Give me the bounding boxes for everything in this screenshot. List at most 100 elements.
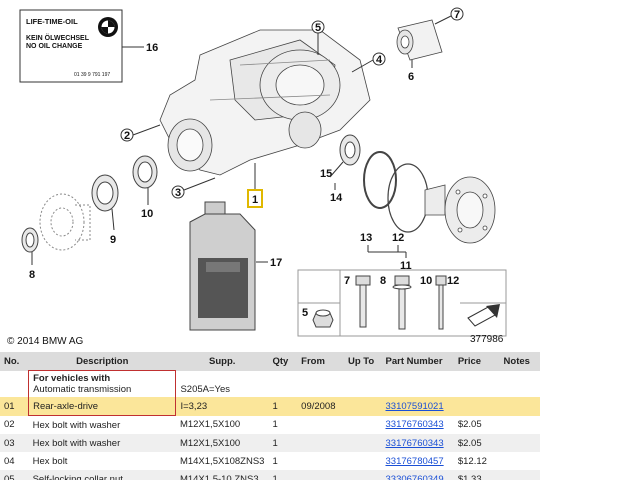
long-bolt-icon: [435, 275, 447, 330]
shaft-seal-15[interactable]: [339, 134, 361, 166]
col-price: Price: [453, 352, 500, 371]
collar-nut-icon: [312, 309, 334, 328]
callout-4[interactable]: 4: [376, 54, 383, 66]
callout-6[interactable]: 6: [408, 71, 414, 83]
cell-description: Hex bolt with washer: [28, 434, 176, 452]
hex-bolt-washer-icon: [392, 275, 412, 330]
callout-14[interactable]: 14: [330, 192, 343, 204]
copyright-text: © 2014 BMW AG: [7, 336, 84, 347]
box-label-7[interactable]: 7: [344, 275, 350, 287]
cell-no: 04: [4, 455, 15, 467]
cell-price: $1.33: [453, 470, 500, 480]
col-no: No.: [0, 352, 29, 371]
condition-row: For vehicles with Automatic transmission…: [0, 370, 540, 397]
callout-8[interactable]: 8: [29, 269, 35, 281]
sticker-partno: 01 39 9 791 197: [74, 72, 110, 78]
callout-2[interactable]: 2: [124, 130, 130, 142]
cell-no: 03: [0, 434, 29, 452]
diagram-reference-number: 377986: [470, 334, 504, 345]
cell-qty: 1: [268, 434, 298, 452]
oil-bottle[interactable]: [189, 201, 256, 331]
callout-11[interactable]: 11: [400, 260, 412, 272]
shaft-seal-10[interactable]: [132, 155, 158, 189]
cell-notes: [500, 452, 540, 470]
cell-price: [453, 397, 500, 416]
callout-13[interactable]: 13: [360, 232, 372, 244]
cell-description: Rear-axle-drive: [28, 397, 177, 416]
box-label-8[interactable]: 8: [380, 275, 386, 287]
callout-3[interactable]: 3: [175, 187, 181, 199]
cell-part[interactable]: 33107591021: [381, 397, 454, 416]
exploded-diagram: LIFE-TIME-OIL KEIN ÖLWECHSEL NO OIL CHAN…: [19, 7, 507, 337]
cell-from: [297, 434, 344, 452]
box-label-5[interactable]: 5: [302, 307, 308, 319]
shaft-seal-8[interactable]: [21, 227, 39, 253]
sleeve-part[interactable]: [396, 19, 443, 61]
cell-no: 01: [0, 397, 29, 416]
callout-12[interactable]: 12: [392, 232, 404, 244]
col-from: From: [297, 352, 344, 371]
cell-part[interactable]: 33306760349: [381, 470, 454, 480]
cell-qty: 1: [268, 397, 298, 416]
col-part-number: Part Number: [381, 352, 454, 371]
callout-17[interactable]: 17: [270, 257, 282, 269]
cell-upto: [343, 470, 382, 480]
cell-no: 02: [4, 419, 15, 431]
cell-part[interactable]: 33176780457: [385, 455, 444, 467]
cell-description: Self-locking collar nut: [28, 470, 176, 480]
cell-price: $2.05: [457, 419, 482, 431]
cell-part[interactable]: 33176760343: [381, 434, 454, 452]
callout-5[interactable]: 5: [315, 22, 321, 34]
callout-10[interactable]: 10: [141, 208, 153, 220]
cell-price: $12.12: [457, 455, 487, 467]
col-description: Description: [28, 352, 176, 371]
condition-supp: S205A=Yes: [175, 370, 269, 397]
callout-16[interactable]: 16: [146, 42, 158, 54]
cell-upto: [344, 416, 382, 435]
callout-9[interactable]: 9: [110, 234, 116, 246]
cell-notes: [500, 416, 540, 435]
callout-7[interactable]: 7: [454, 9, 460, 21]
cell-no: 05: [0, 470, 29, 480]
cell-qty: 1: [268, 470, 298, 480]
cell-upto: [343, 434, 382, 452]
cell-notes: [499, 470, 540, 480]
sticker-line1: LIFE-TIME-OIL: [26, 17, 78, 26]
cell-upto: [343, 397, 382, 416]
callout-15[interactable]: 15: [320, 168, 332, 180]
shaft-seal-9[interactable]: [91, 174, 119, 212]
drive-flange-11[interactable]: [424, 176, 496, 244]
gasket-13[interactable]: [363, 151, 397, 209]
bmw-logo-icon: [98, 17, 118, 37]
cell-supp: M12X1,5X100: [179, 419, 241, 431]
box-label-12[interactable]: 12: [447, 275, 459, 287]
table-header-row: No. Description Supp. Qty From Up To Par…: [0, 352, 540, 371]
col-supp: Supp.: [175, 352, 269, 371]
cell-from: 09/2008: [297, 397, 344, 416]
col-qty: Qty: [268, 352, 298, 371]
cell-supp: M14X1,5X108ZNS3: [179, 455, 265, 467]
sticker-line3: NO OIL CHANGE: [26, 43, 83, 50]
callout-1[interactable]: 1: [252, 194, 258, 206]
arrow-symbol-icon: [467, 304, 500, 327]
rear-axle-drive-housing[interactable]: [159, 29, 371, 176]
col-notes: Notes: [499, 352, 540, 371]
cell-supp: M12X1,5X100: [175, 434, 269, 452]
cell-from: [297, 452, 344, 470]
cell-notes: [499, 397, 540, 416]
box-label-10[interactable]: 10: [420, 275, 432, 287]
cell-from: [297, 416, 344, 435]
hardware-box: [297, 269, 507, 337]
cell-supp: I=3,23: [175, 397, 269, 416]
cell-qty: 1: [272, 455, 278, 467]
cell-part[interactable]: 33176760343: [385, 419, 444, 431]
cell-upto: [344, 452, 382, 470]
callout-1-box[interactable]: [247, 189, 263, 208]
gasket-12[interactable]: [387, 163, 429, 233]
